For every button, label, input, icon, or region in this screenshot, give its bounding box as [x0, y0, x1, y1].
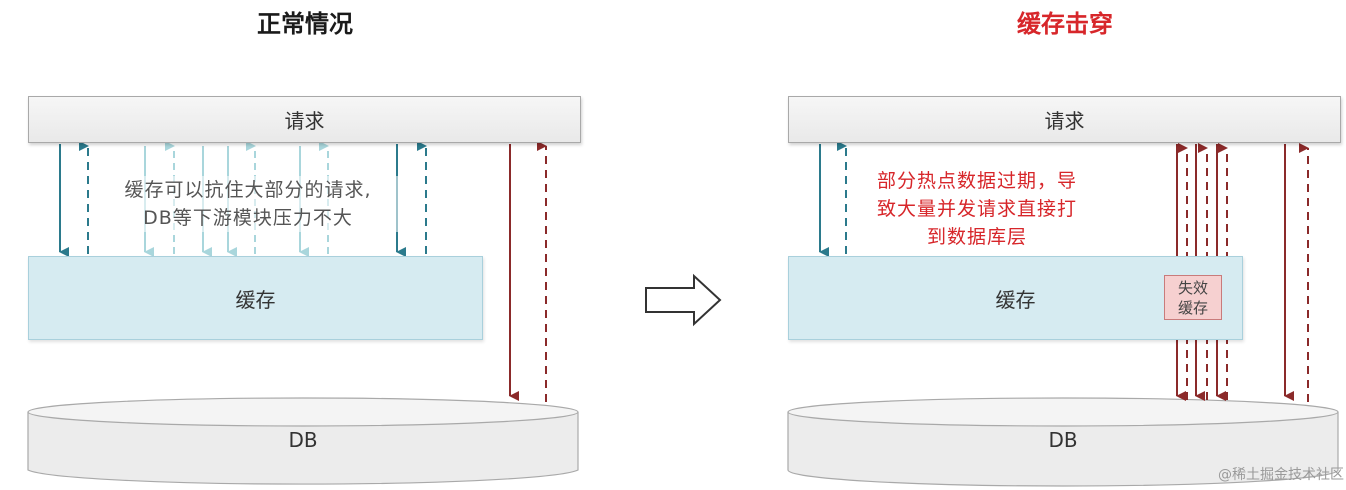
right-annotation-line-1: 部分热点数据过期，导 — [876, 170, 1077, 192]
invalid-cache-badge: 失效 缓存 — [1164, 275, 1222, 320]
left-db-label: DB — [288, 428, 318, 452]
right-annotation: 部分热点数据过期，导 致大量并发请求直接打 到数据库层 — [846, 167, 1108, 251]
watermark: @稀土掘金技术社区 — [1218, 467, 1344, 483]
right-request-label: 请求 — [1044, 109, 1085, 133]
left-request-box: 请求 — [28, 96, 581, 143]
right-cache-arrows — [819, 141, 847, 257]
right-request-box: 请求 — [788, 96, 1341, 143]
left-annotation-line-2: DB等下游模块压力不大 — [143, 207, 353, 229]
db-cylinder-right — [787, 397, 1339, 487]
right-db-label: DB — [1048, 428, 1078, 452]
left-cache-box: 缓存 — [28, 256, 483, 340]
right-annotation-line-2: 致大量并发请求直接打 — [876, 198, 1077, 220]
transition-arrow — [645, 273, 722, 327]
invalid-cache-line-2: 缓存 — [1177, 299, 1208, 317]
left-cache-label: 缓存 — [235, 287, 276, 312]
invalid-cache-line-1: 失效 — [1177, 279, 1208, 297]
left-annotation: 缓存可以抗住大部分的请求, DB等下游模块压力不大 — [92, 176, 404, 232]
right-panel-title: 缓存击穿 — [1017, 9, 1113, 38]
left-db-arrows — [509, 141, 547, 402]
left-panel-title: 正常情况 — [257, 9, 353, 38]
db-cylinder-left — [27, 397, 579, 485]
left-request-label: 请求 — [284, 109, 325, 133]
left-annotation-line-1: 缓存可以抗住大部分的请求, — [124, 179, 372, 201]
right-annotation-line-3: 到数据库层 — [926, 226, 1027, 248]
right-cache-label: 缓存 — [995, 287, 1036, 312]
